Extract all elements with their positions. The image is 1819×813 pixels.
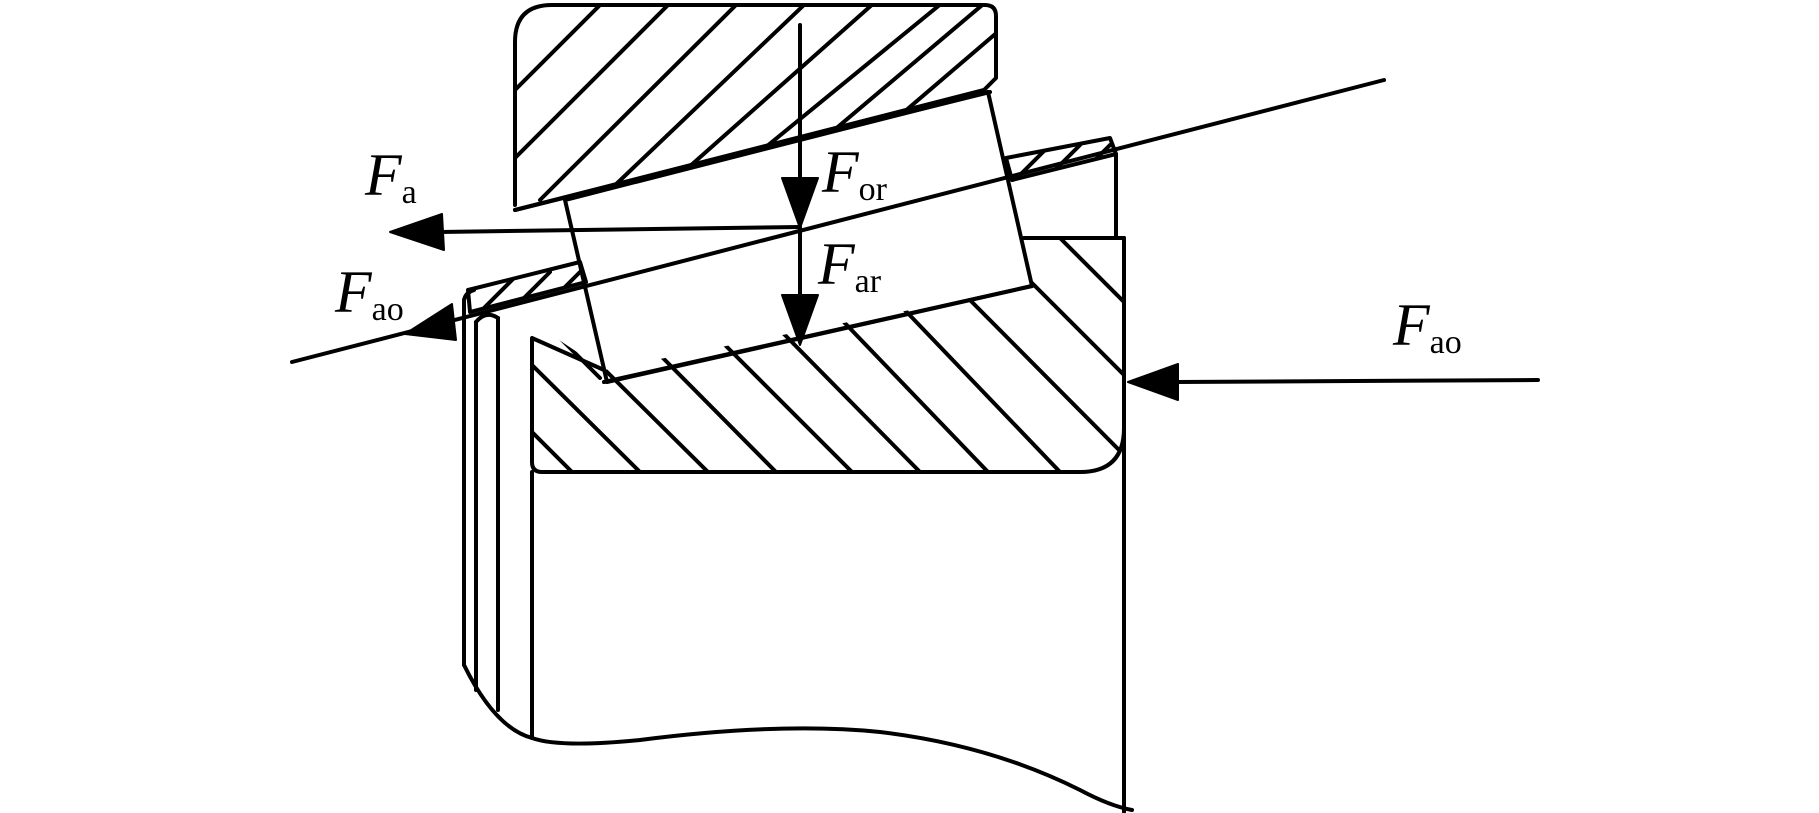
shaft-body: [462, 236, 1134, 813]
force-for-arrow: [781, 23, 819, 229]
outer-ring-hatching: [515, 5, 996, 202]
force-far-arrow: [781, 226, 819, 346]
force-fao-left-arrow: [404, 303, 457, 341]
line-of-action: [290, 78, 1386, 364]
tapered-roller: [563, 90, 1034, 384]
shaft-break-line: [530, 726, 1134, 812]
spacer-bottom-curve: [462, 663, 534, 740]
roller-outline: [563, 90, 1034, 384]
label-far: Far: [817, 231, 882, 300]
cage-right: [1004, 136, 1118, 240]
force-fao-right-arrow: [1127, 363, 1540, 401]
inner-ring-hatching: [532, 238, 1124, 472]
label-fao-left: Fao: [334, 259, 404, 328]
label-fa: Fa: [364, 142, 417, 211]
label-fao-right: Fao: [1392, 292, 1462, 361]
spacer-chamfer: [474, 312, 500, 324]
label-for: For: [821, 139, 888, 208]
outer-ring: [513, 3, 998, 212]
force-fa-arrow: [389, 213, 802, 251]
spacer-top-corner: [462, 288, 476, 324]
